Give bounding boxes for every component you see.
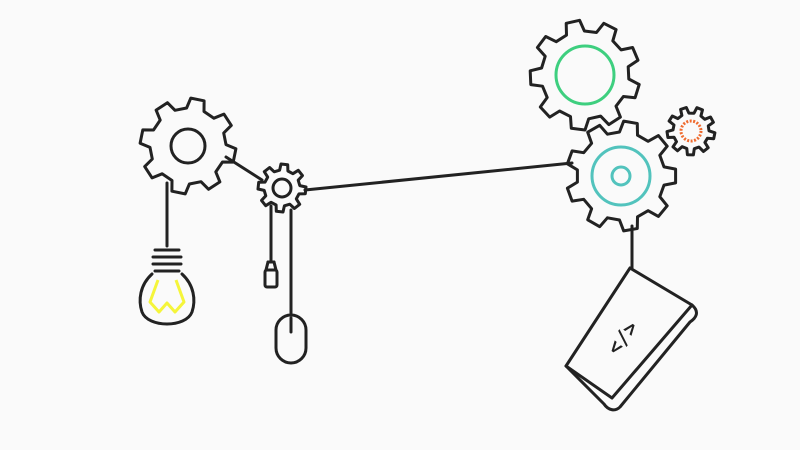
plug-icon bbox=[263, 260, 279, 289]
connector-line bbox=[224, 155, 264, 182]
gear-icon bbox=[565, 119, 678, 233]
gear-hub bbox=[590, 145, 652, 207]
gear-icon bbox=[665, 106, 717, 157]
gear-hub bbox=[271, 177, 293, 199]
lightbulb-icon bbox=[138, 248, 196, 326]
code-symbol: </> bbox=[602, 316, 643, 359]
gear-icon bbox=[528, 18, 641, 132]
gear-hub bbox=[554, 44, 616, 106]
gear-icon bbox=[138, 96, 238, 196]
mouse-icon bbox=[274, 313, 308, 365]
gear-hub bbox=[679, 119, 703, 143]
gear-hub bbox=[610, 165, 632, 187]
gear-hub bbox=[169, 127, 207, 165]
connector-line bbox=[303, 161, 574, 192]
gear-icon bbox=[256, 162, 308, 214]
laptop-icon: </> bbox=[564, 266, 698, 412]
